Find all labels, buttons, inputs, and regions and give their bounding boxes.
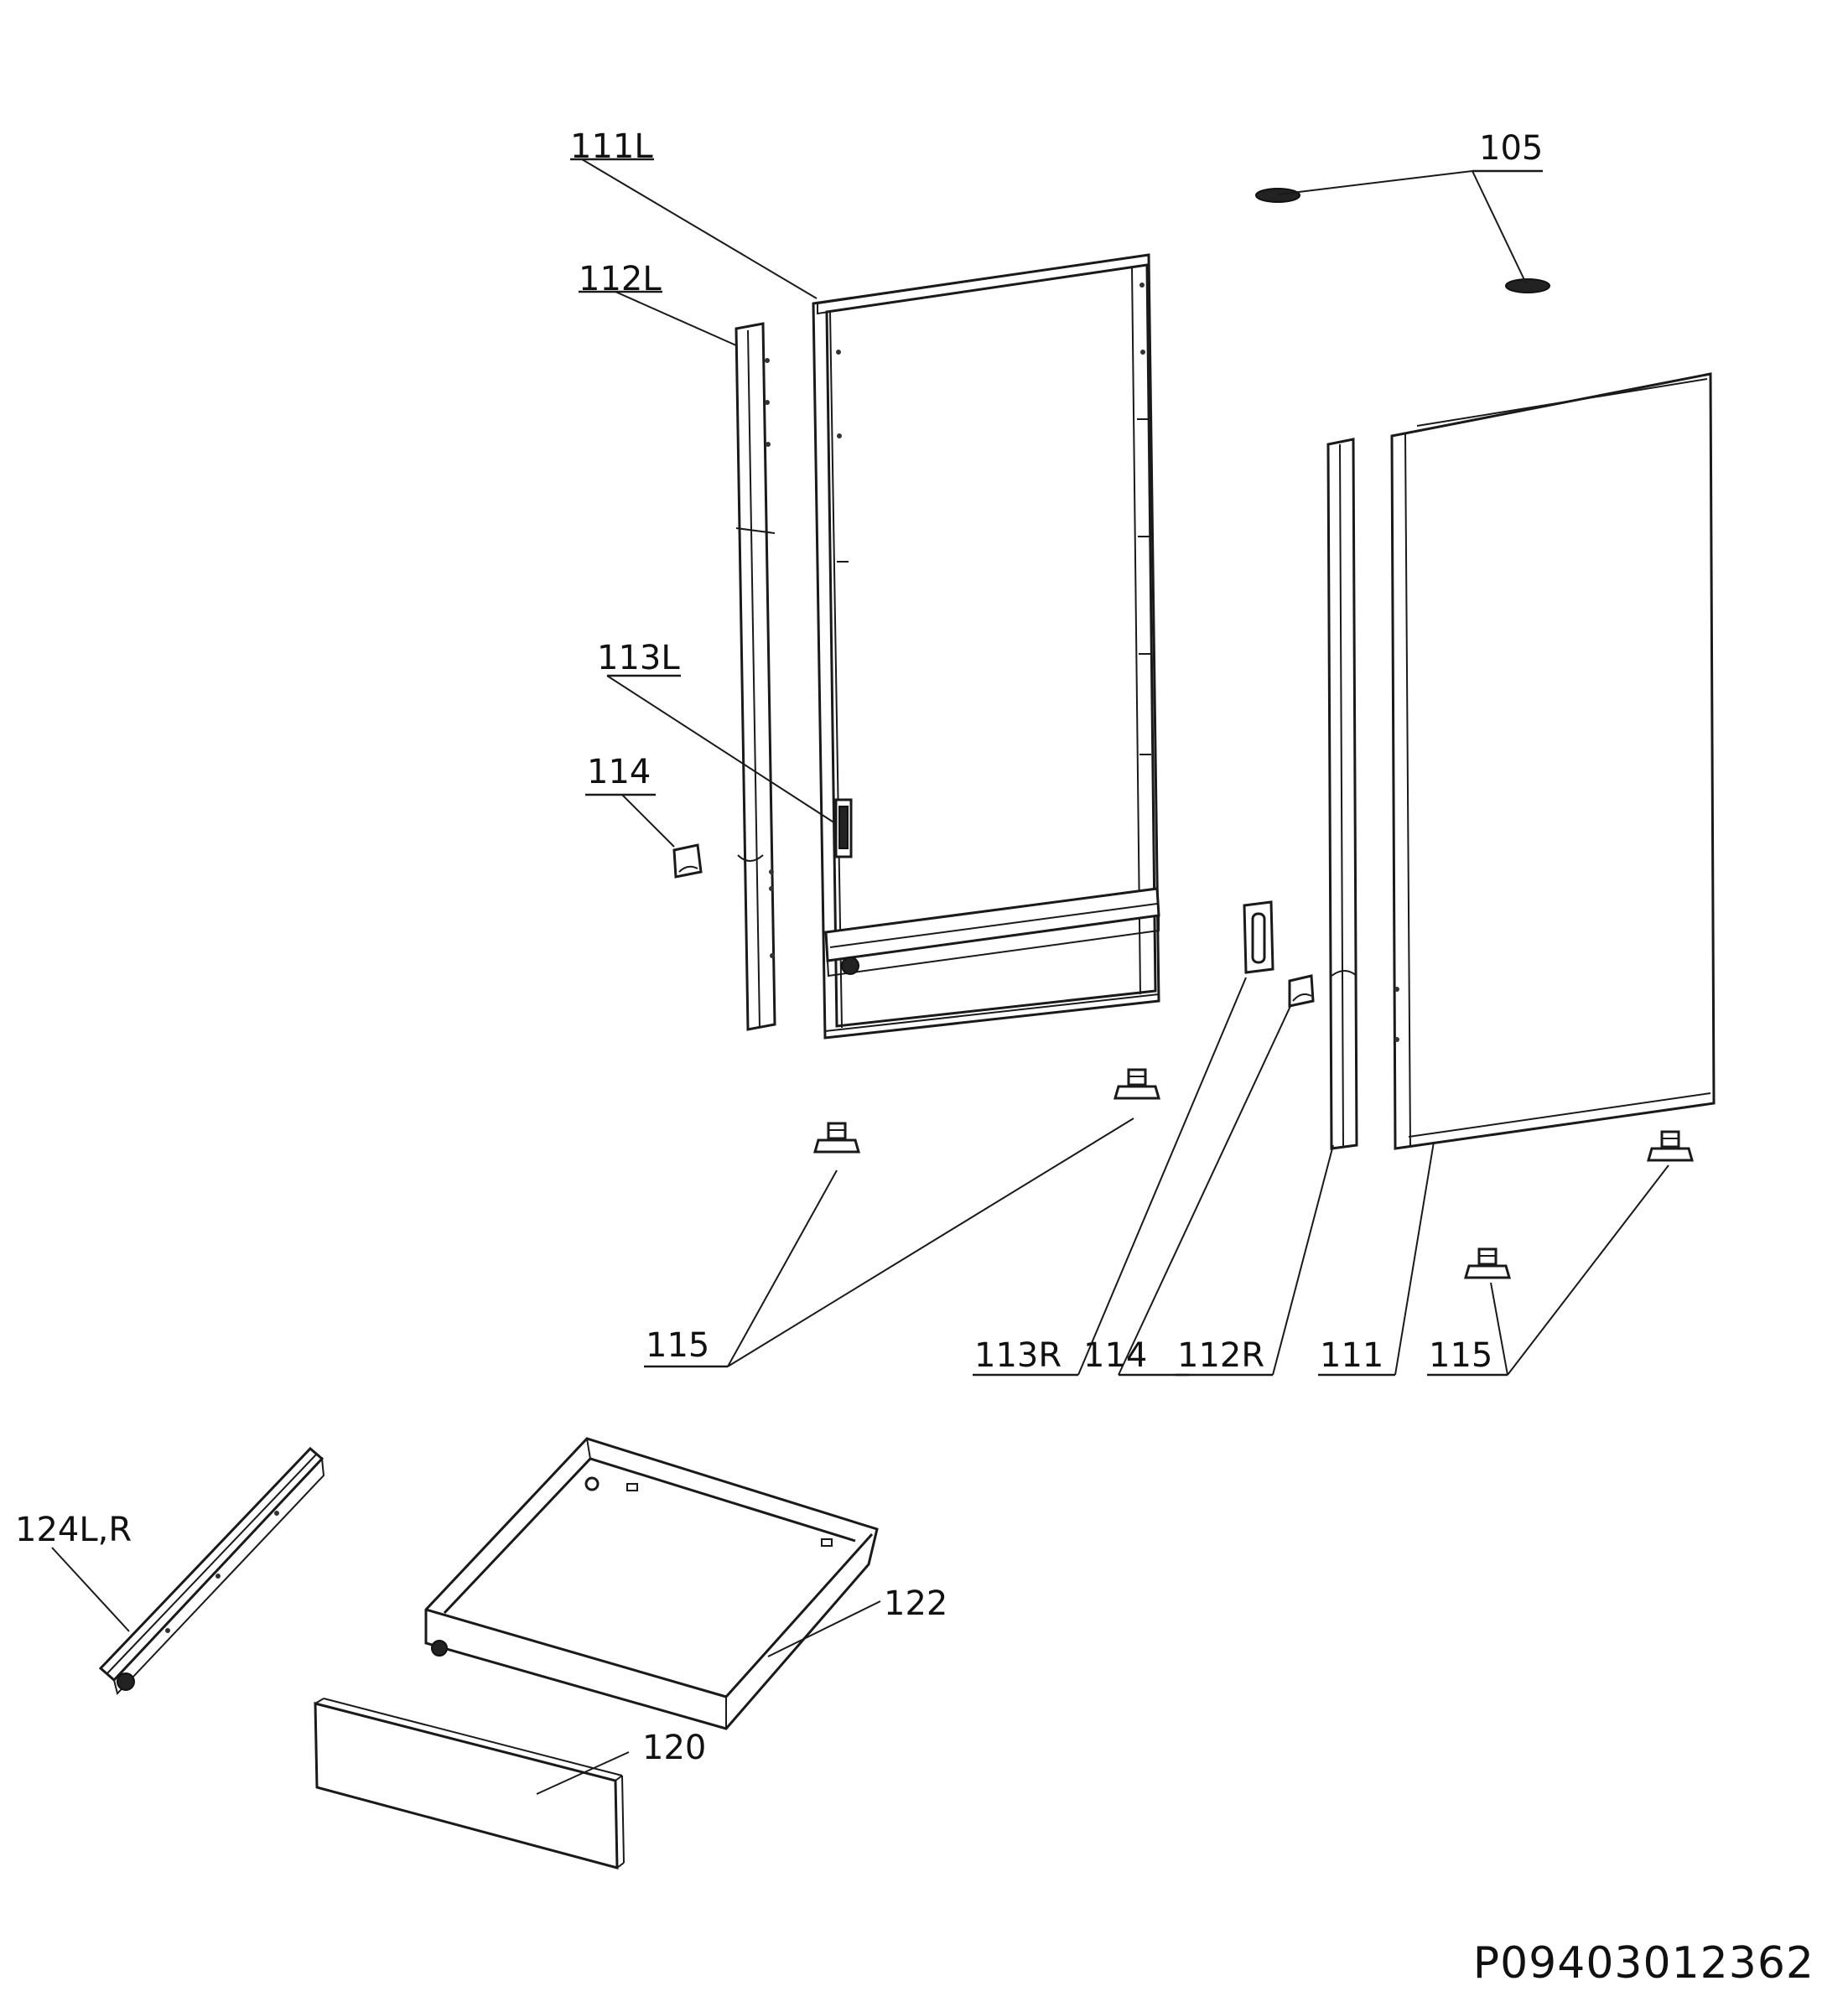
part-112R-right-channel xyxy=(1326,438,1358,1150)
part-111L-side-frame xyxy=(812,253,1160,1040)
label-105: 105 xyxy=(1479,129,1543,168)
part-120-front-panel xyxy=(314,1698,625,1869)
label-124LR: 124L,R xyxy=(15,1511,132,1549)
part-112L-left-channel xyxy=(735,322,776,1031)
label-113R: 113R xyxy=(974,1336,1062,1375)
label-115-left: 115 xyxy=(646,1326,709,1365)
part-105-caps xyxy=(1255,188,1550,293)
drawing-code: P09403012362 xyxy=(1472,1938,1814,1989)
label-112R: 112R xyxy=(1177,1336,1264,1375)
part-113R-hinge xyxy=(1243,900,1274,974)
label-111: 111 xyxy=(1320,1336,1383,1375)
label-115-right: 115 xyxy=(1429,1336,1492,1375)
part-115-feet xyxy=(813,1068,1694,1279)
part-114-right-clip xyxy=(1288,974,1315,1008)
part-114-left-clip xyxy=(672,843,703,879)
label-112L: 112L xyxy=(579,260,662,298)
leader-lines xyxy=(51,158,1669,1795)
part-124-runner xyxy=(98,1446,325,1696)
label-111L: 111L xyxy=(570,127,653,166)
part-122-drawer-tray xyxy=(424,1437,879,1730)
label-114-left: 114 xyxy=(587,753,651,791)
label-114-right: 114 xyxy=(1083,1336,1147,1375)
label-120: 120 xyxy=(642,1729,706,1767)
part-labels: 105 111L 112L 113L 114 115 113R 114 112R… xyxy=(15,127,1543,1767)
label-122: 122 xyxy=(884,1584,947,1623)
label-underlines xyxy=(570,158,1543,1377)
part-111-side-panel xyxy=(1390,372,1716,1150)
part-113L-hinge xyxy=(834,798,853,858)
label-113L: 113L xyxy=(597,639,680,677)
